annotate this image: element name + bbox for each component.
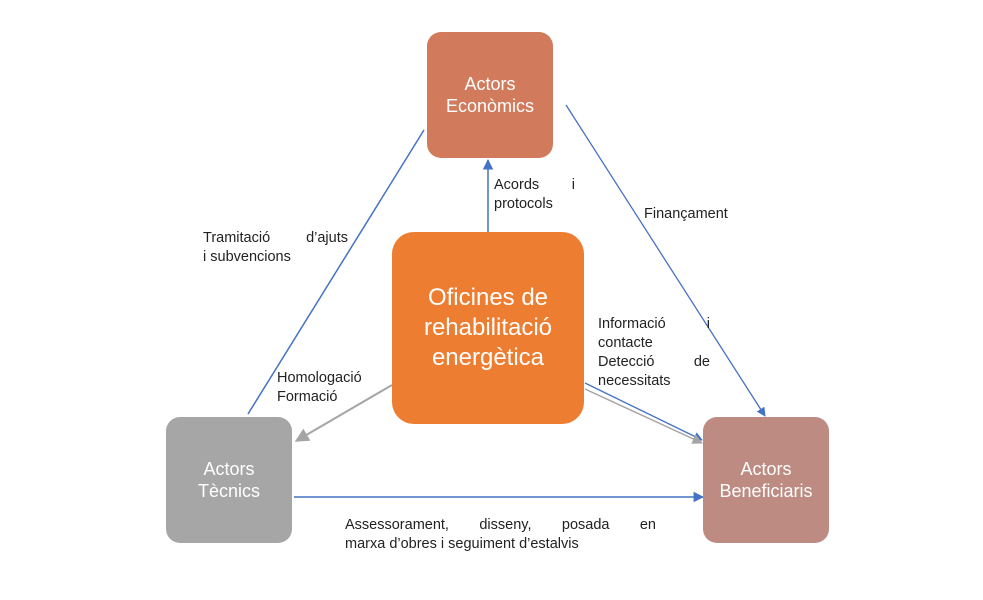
label-information-line4: necessitats [598,373,671,389]
label-information-word4: de [693,354,710,370]
label-advice: Assessorament, disseny, posada en marxa … [345,516,656,554]
label-advice-word4: en [639,517,656,533]
node-center-line3: energètica [431,344,545,371]
label-information: Informació i contacte Detecció de necess… [598,315,710,391]
node-energy-rehab-offices: Oficines de rehabilitació energètica [392,232,584,424]
label-advice-line2: marxa d’obres i seguiment d’estalvis [345,536,579,552]
node-beneficiaries-line1: Actors [740,459,792,479]
label-agreements-word2: i [571,177,575,193]
node-actors-beneficiaries: Actors Beneficiaris [703,417,829,543]
label-information-word2: i [706,316,710,332]
node-actors-technical: Actors Tècnics [166,417,292,543]
label-grants-word1: Tramitació [203,230,271,246]
line-technical-to-economics [247,129,425,415]
label-advice-word1: Assessorament, [345,517,449,533]
node-technical-line2: Tècnics [197,481,260,501]
label-grants-line2: i subvencions [203,249,291,265]
node-actors-economics: Actors Econòmics [427,32,553,158]
node-beneficiaries-line2: Beneficiaris [719,481,813,501]
arrow-center-to-beneficiaries-1 [584,382,703,441]
label-agreements-word1: Acords [494,177,540,193]
label-agreements-line2: protocols [494,196,553,212]
label-grants: Tramitació d’ajuts i subvencions [203,229,348,267]
node-economics-line1: Actors [464,74,516,94]
label-financing-line1: Finançament [644,206,728,222]
label-information-line2: contacte [598,335,653,351]
label-advice-word3: posada [561,517,610,533]
arrow-center-to-technical [294,384,393,442]
label-agreements: Acords i protocols [494,176,575,214]
label-grants-word2: d’ajuts [306,230,348,246]
node-center-line1: Oficines de [427,284,549,311]
node-economics-line2: Econòmics [445,96,535,116]
label-information-word3: Detecció [598,354,655,370]
label-financing: Finançament [644,205,728,224]
label-information-word1: Informació [598,316,666,332]
label-homologation-line1: Homologació [277,370,362,386]
node-center-line2: rehabilitació [423,314,553,341]
node-technical-line1: Actors [203,459,255,479]
arrow-center-to-beneficiaries-2 [584,388,703,444]
arrow-economics-to-beneficiaries [565,104,766,417]
label-homologation: Homologació Formació [277,369,362,407]
label-advice-word2: disseny, [479,517,532,533]
label-homologation-line2: Formació [277,389,338,405]
